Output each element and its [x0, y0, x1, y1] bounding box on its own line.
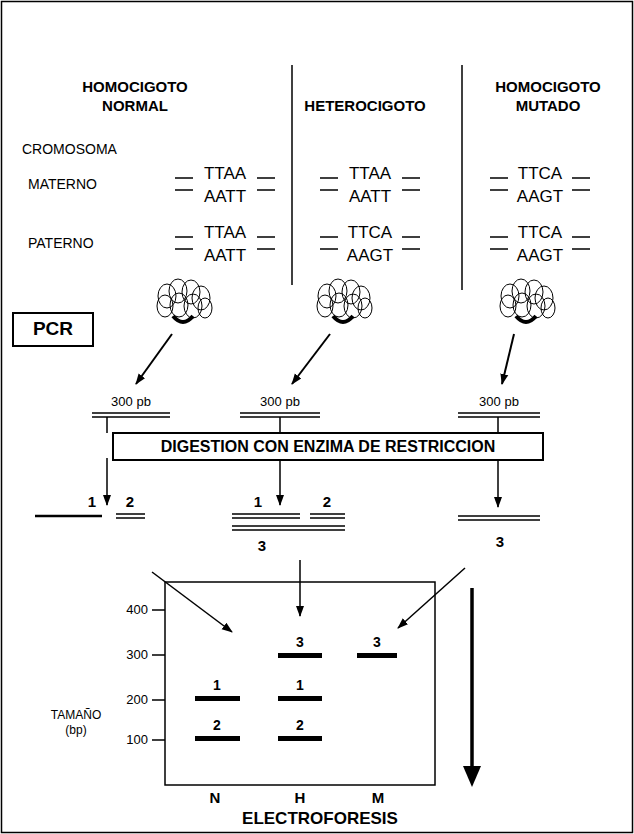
sequence-text: TTAA: [204, 222, 246, 243]
lane-label: N: [210, 789, 221, 808]
band-number: 2: [213, 717, 221, 735]
band-number: 2: [296, 717, 304, 735]
digest-arrow: [279, 458, 281, 505]
strand-dashes: [490, 178, 590, 249]
polymerase-icon: [317, 279, 372, 322]
scale-value: 300: [126, 647, 148, 663]
sequence-text: TTAA: [349, 163, 391, 184]
fragment-number: 3: [258, 537, 266, 556]
size-label: 300 pb: [111, 394, 151, 410]
scale-ticks: [152, 610, 165, 740]
row-heading: MATERNO: [28, 176, 97, 194]
band-number: 1: [213, 677, 221, 695]
migration-arrowhead: [463, 766, 481, 787]
digest-arrow: [106, 458, 108, 505]
dna-fragment: [116, 514, 540, 530]
gel-band: [278, 653, 322, 658]
axis-title: TAMAÑO (bp): [45, 708, 107, 738]
sequence-text: TTAA: [204, 163, 246, 184]
sequence-text: AATT: [349, 186, 391, 207]
sequence-text: AATT: [204, 186, 246, 207]
pcr-arrow: [292, 334, 330, 384]
pcr-arrow: [502, 334, 514, 384]
scale-value: 400: [126, 602, 148, 618]
connector-line: [107, 417, 498, 433]
band-number: 1: [296, 677, 304, 695]
gel-band: [195, 696, 240, 701]
band-number: 3: [296, 634, 304, 652]
lane-label: M: [372, 789, 385, 808]
step-box: DIGESTION CON ENZIMA DE RESTRICCION: [112, 432, 544, 461]
sequence-text: AAGT: [347, 245, 393, 266]
gel-box: [165, 582, 435, 785]
size-label: 300 pb: [479, 394, 519, 410]
box-text: DIGESTION CON ENZIMA DE RESTRICCION: [160, 437, 496, 456]
dna-fragment: [35, 515, 102, 518]
gel-band: [357, 653, 397, 658]
scale-value: 100: [126, 732, 148, 748]
polymerase-icon: [500, 279, 555, 322]
column-heading: HOMOCIGOTO MUTADO: [488, 78, 608, 116]
scale-value: 200: [126, 692, 148, 708]
column-heading: HOMOCIGOTO NORMAL: [75, 78, 195, 116]
lane-label: H: [295, 789, 306, 808]
sequence-text: AAGT: [517, 186, 563, 207]
sequence-text: AATT: [204, 245, 246, 266]
column-separator: [291, 65, 293, 285]
sequence-text: TTCA: [518, 222, 562, 243]
row-heading: CROMOSOMA: [22, 141, 117, 159]
gel-band: [195, 736, 240, 741]
step-box: PCR: [12, 312, 94, 347]
column-separator: [461, 65, 463, 290]
row-heading: PATERNO: [28, 235, 94, 253]
size-label: 300 pb: [260, 394, 300, 410]
column-heading: HETEROCIGOTO: [304, 97, 425, 116]
digest-arrow: [497, 458, 499, 507]
load-arrow: [299, 560, 301, 616]
fragment-number: 2: [323, 493, 331, 512]
sequence-text: AAGT: [517, 245, 563, 266]
polymerase-icon: [157, 279, 212, 322]
gel-band: [278, 696, 322, 701]
load-arrow: [152, 572, 232, 632]
strand-dashes: [320, 178, 420, 249]
band-number: 3: [373, 634, 381, 652]
sequence-text: TTCA: [348, 222, 392, 243]
strand-dashes: [175, 178, 275, 249]
fragment-number: 2: [126, 493, 134, 512]
load-arrow: [398, 568, 465, 628]
fragment-number: 1: [88, 493, 96, 512]
migration-arrow: [470, 588, 474, 768]
pcr-arrow: [136, 334, 172, 384]
box-text: PCR: [32, 318, 74, 341]
fragment-number: 1: [254, 493, 262, 512]
gel-band: [278, 736, 322, 741]
pcr-product: [92, 413, 540, 417]
sequence-text: TTCA: [518, 163, 562, 184]
fragment-number: 3: [496, 533, 504, 552]
figure-caption: ELECTROFORESIS: [242, 808, 398, 829]
